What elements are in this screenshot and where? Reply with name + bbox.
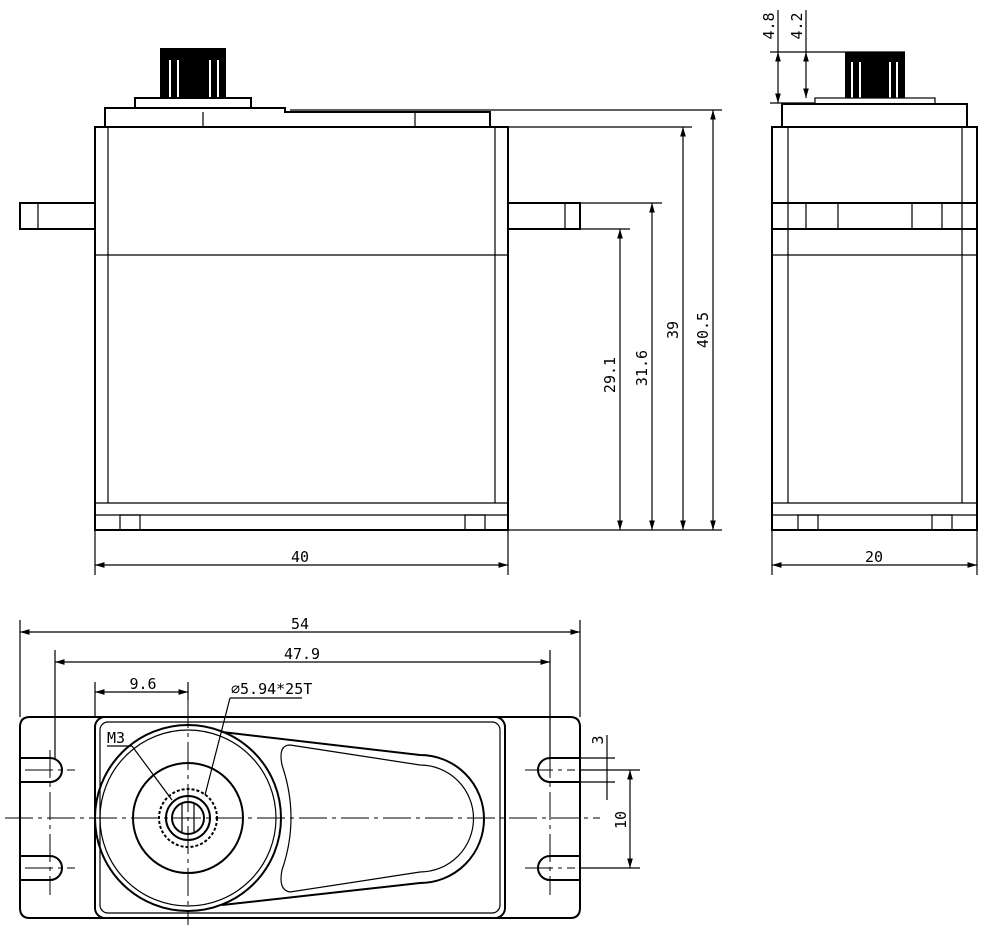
length-dim-54: 54 — [291, 615, 309, 633]
width-dim-20: 20 — [865, 548, 883, 566]
side-spline — [845, 52, 905, 98]
spline-dim-4-8: 4.8 — [760, 12, 778, 39]
height-dim-39: 39 — [664, 321, 682, 339]
height-dim-29-1: 29.1 — [601, 357, 619, 393]
height-dim-40-5: 40.5 — [694, 312, 712, 348]
width-dim-40: 40 — [291, 548, 309, 566]
hole-spacing-dim-47-9: 47.9 — [284, 645, 320, 663]
shaft-offset-dim-9-6: 9.6 — [129, 675, 156, 693]
height-dim-31-6: 31.6 — [633, 350, 651, 386]
slot-width-dim-3: 3 — [589, 735, 607, 744]
hole-pitch-dim-10: 10 — [612, 811, 630, 829]
side-view: 4.8 4.2 20 — [760, 10, 978, 575]
top-view: 54 47.9 9.6 ⌀5.94*25T M3 3 10 — [5, 615, 640, 925]
screw-label-m3: M3 — [107, 729, 125, 747]
spline-dim-4-2: 4.2 — [788, 12, 806, 39]
servo-body — [94, 126, 509, 531]
front-view: 29.1 31.6 39 40.5 40 — [19, 48, 722, 575]
spline-spec-label: ⌀5.94*25T — [231, 680, 312, 698]
